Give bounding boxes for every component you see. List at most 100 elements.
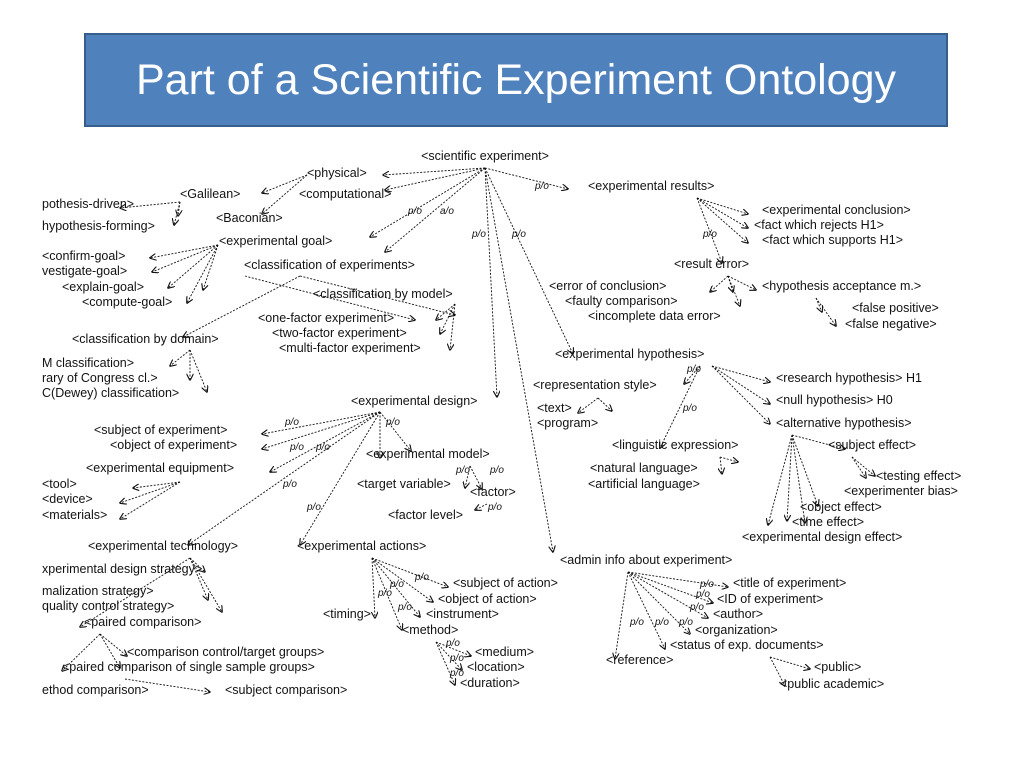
edge-arrow [711, 365, 770, 424]
edge-arrow [187, 244, 219, 303]
node-compute: <compute-goal> [82, 295, 172, 309]
edge-label: a/o [440, 206, 454, 217]
edge-arrow [627, 571, 708, 618]
edge-label: p/o [315, 442, 330, 453]
node-rejects: <fact which rejects H1> [754, 218, 884, 232]
node-public-acad: <public academic> [780, 677, 884, 691]
slide-title: Part of a Scientific Experiment Ontology [135, 55, 897, 104]
node-tool: <tool> [42, 477, 77, 491]
edge-label: p/o [407, 206, 422, 217]
node-false-neg: <false negative> [845, 317, 937, 331]
edge-arrow [371, 557, 420, 617]
edge-arrow [371, 557, 402, 630]
node-research-hyp: <research hypothesis> H1 [776, 371, 922, 385]
node-testing-effect: <testing effect> [876, 469, 961, 483]
edge-label: p/o [682, 403, 697, 414]
edge-arrow [627, 571, 713, 603]
edge-arrow [300, 411, 381, 545]
node-materials: <materials> [42, 508, 107, 522]
node-id-exp: <ID of experiment> [717, 592, 823, 606]
edge-arrow [484, 167, 497, 397]
node-location: <location> [467, 660, 525, 674]
edge-arrow [627, 571, 690, 634]
edge-arrow [189, 349, 207, 392]
edge-arrow [627, 571, 665, 649]
node-m-class: M classification> [42, 356, 134, 370]
node-false-pos: <false positive> [852, 301, 939, 315]
edge-arrow [385, 167, 486, 190]
edge-arrow [475, 503, 488, 510]
edge-arrow [791, 434, 805, 523]
node-exp-tech: <experimental technology> [88, 539, 238, 553]
edge-arrow [815, 297, 822, 312]
edge-arrow [696, 197, 748, 228]
node-investigate: vestigate-goal> [42, 264, 127, 278]
edge-arrow [696, 197, 748, 214]
node-obj-action: <object of action> [438, 592, 537, 606]
node-paired-comp: <paired comparison> [84, 615, 201, 629]
node-one-factor: <one-factor experiment> [258, 311, 394, 325]
node-public: <public> [814, 660, 861, 674]
edge-label: p/o [449, 653, 464, 664]
node-exp-design: <experimental design> [351, 394, 477, 408]
node-method: <method> [402, 623, 458, 637]
edge-label: p/o [689, 602, 704, 613]
edge-arrow [711, 365, 770, 404]
edge-arrow [627, 571, 728, 587]
node-hyp-forming: hypothesis-forming> [42, 219, 155, 233]
node-title-exp: <title of experiment> [733, 576, 846, 590]
edge-label: p/o [471, 229, 486, 240]
edge-arrow [711, 365, 770, 382]
node-result-error: <result error> [674, 257, 749, 271]
edge-arrow [469, 465, 482, 489]
edge-arrow [450, 303, 456, 350]
node-loc-class: rary of Congress cl.> [42, 371, 158, 385]
edge-arrow [684, 365, 701, 384]
edge-arrow [696, 197, 722, 263]
node-status-docs: <status of exp. documents> [670, 638, 824, 652]
edge-label: p/o [511, 229, 526, 240]
node-duration: <duration> [460, 676, 520, 690]
edge-label: p/o [282, 479, 297, 490]
edge-arrow [262, 174, 308, 214]
edge-arrow [168, 244, 219, 288]
edge-label: p/o [534, 181, 549, 192]
node-galilean: <Galilean> [180, 187, 240, 201]
edge-arrow [851, 456, 866, 478]
node-baconian: <Baconian> [216, 211, 283, 225]
node-subject-comp: <subject comparison> [225, 683, 347, 697]
edge-arrow [372, 557, 375, 618]
edge-arrow [62, 633, 101, 671]
node-subj-exp: <subject of experiment> [94, 423, 227, 437]
node-exp-conclusion: <experimental conclusion> [762, 203, 911, 217]
node-hyp-driven: pothesis-driven> [42, 197, 134, 211]
node-subj-action: <subject of action> [453, 576, 558, 590]
edge-arrow [660, 365, 701, 448]
node-null-hyp: <null hypothesis> H0 [776, 393, 893, 407]
edge-arrow [484, 167, 553, 552]
edge-arrow [170, 349, 191, 366]
edge-arrow [484, 167, 573, 354]
node-instrument: <instrument> [426, 607, 499, 621]
edge-label: p/o [455, 465, 470, 476]
edge-label: p/o [445, 638, 460, 649]
node-timing: <timing> [323, 607, 371, 621]
node-root: <scientific experiment> [421, 149, 549, 163]
edge-arrow [727, 275, 756, 290]
node-time-effect: <time effect> [792, 515, 864, 529]
node-design-effect: <experimental design effect> [742, 530, 902, 544]
edge-label: p/o [678, 617, 693, 628]
edge-arrow [787, 434, 793, 521]
node-factor: <factor> [470, 485, 516, 499]
node-computational: <computational> [299, 187, 391, 201]
edge-arrow [150, 244, 219, 258]
edge-arrow [578, 397, 599, 413]
edge-label: p/o [284, 417, 299, 428]
edge-arrow [178, 201, 180, 216]
edge-arrow [435, 641, 455, 685]
node-exp-actions: <experimental actions> [297, 539, 426, 553]
edge-arrow [120, 201, 181, 208]
node-text: <text> [537, 401, 572, 415]
edge-arrow [385, 167, 486, 252]
node-faulty: <faulty comparison> [565, 294, 678, 308]
